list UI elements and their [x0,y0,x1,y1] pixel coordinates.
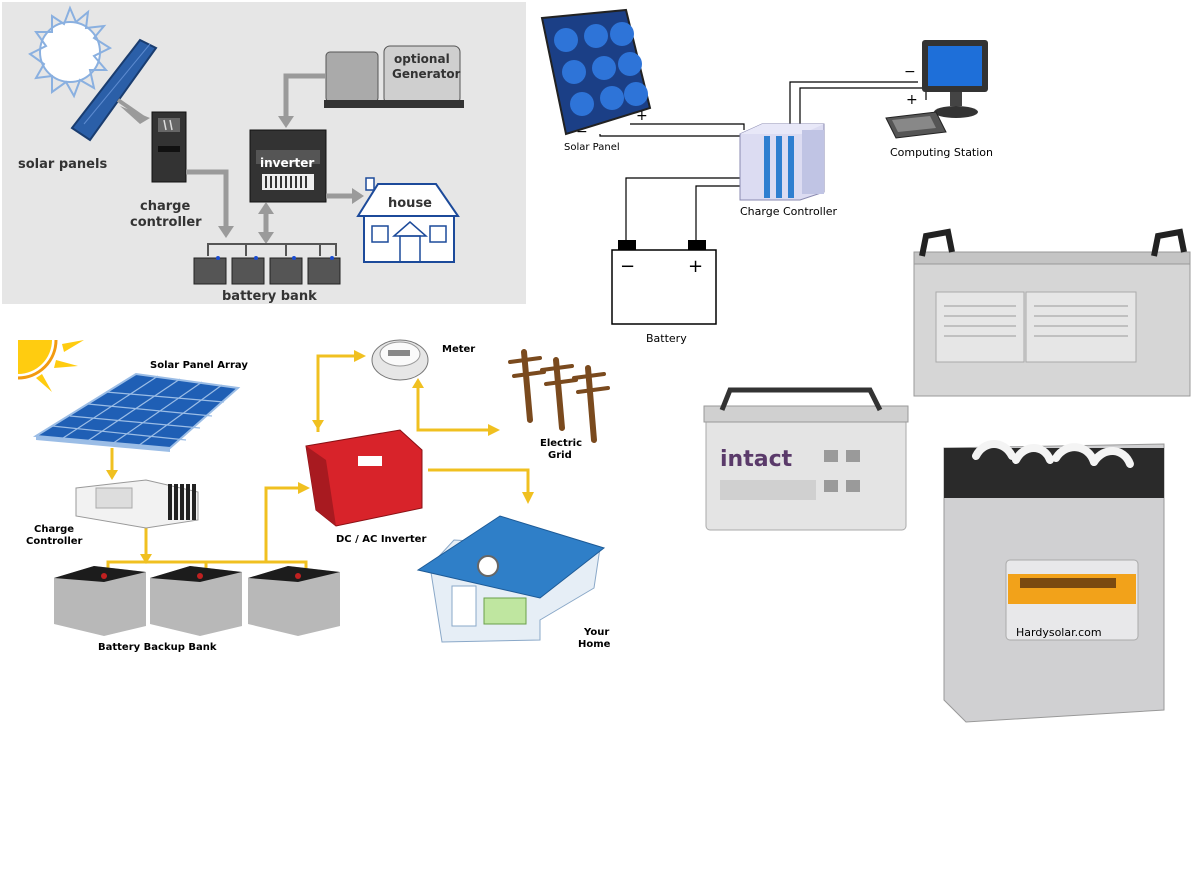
sun-icon [17,339,84,392]
house-icon [416,515,606,643]
computer-icon [885,40,988,139]
your-label: Your [583,627,609,638]
solar-panel-array-label: Solar Panel Array [150,360,248,371]
grid-label: Grid [548,450,572,461]
hardysolar-label: Hardysolar.com [1016,626,1102,639]
wire-controller-to-batteries [186,169,229,232]
battery-backup-bank-icon [54,566,340,636]
battery-bank-label: battery bank [222,289,317,304]
sun-icon [28,5,113,99]
house-icon [356,177,460,263]
diagram-solar-system-overview: solar panels charge controller optional … [2,2,526,304]
generator-icon [324,45,464,108]
charge-controller-icon [75,479,199,529]
battery-bank-icon [193,243,341,285]
optional-label: optional [394,52,450,66]
battery-photo-large [913,228,1191,397]
panel-minus-label: − [576,124,588,140]
diagram-grid-tie-with-backup: Solar Panel Array [17,339,611,653]
arrow-generator-to-inverter [283,73,326,120]
home-label: Home [578,639,611,650]
computer-minus-label: − [904,64,916,80]
battery-photo-intact [703,387,909,531]
solar-panels-label: solar panels [18,157,107,172]
solar-array-icon [32,372,241,452]
diagram-charge-controller-wiring: + − Solar Panel Charge Controller [540,8,993,345]
solar-panel-icon [540,8,652,136]
computer-plus-label: + [906,92,918,108]
solar-panel-label: Solar Panel [564,142,620,153]
yellow-arrowheads [106,350,534,564]
intact-brand-label: intact [720,447,793,472]
battery-plus-label: + [688,256,703,277]
inverter-label: inverter [260,156,314,170]
electric-label: Electric [540,438,582,449]
yellow-wiring [106,354,530,570]
solar-panel-icon [70,38,158,142]
charge-controller-icon [151,111,187,183]
computing-station-label: Computing Station [890,146,993,159]
battery-label: Battery [646,332,687,345]
battery-icon [611,240,717,325]
controller-label: Controller [26,536,83,547]
generator-label: Generator [392,67,461,81]
panel-plus-label: + [636,108,648,124]
controller-label: controller [130,215,202,230]
meter-label: Meter [442,344,475,355]
battery-minus-label: − [620,256,635,277]
charge-label: charge [140,199,190,214]
house-label: house [388,196,432,211]
electric-grid-icon [508,349,610,443]
charge-label: Charge [34,524,74,535]
charge-controller-label: Charge Controller [740,205,838,218]
inverter-icon [249,129,327,203]
arrow-panel-to-controller [120,106,150,124]
charge-controller-icon [739,123,825,201]
wiring [599,81,927,244]
inverter-icon [305,429,423,527]
battery-photo-tall [943,440,1165,723]
battery-backup-bank-label: Battery Backup Bank [98,642,217,653]
meter-icon [371,339,429,381]
inverter-label: DC / AC Inverter [336,534,426,545]
